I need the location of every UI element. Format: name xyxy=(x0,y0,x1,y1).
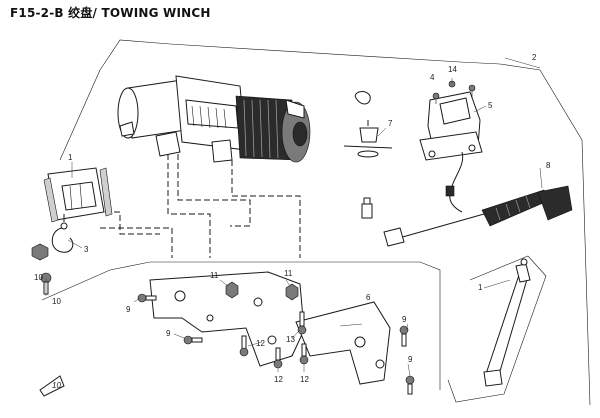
bolt-part-12a xyxy=(239,335,249,357)
callout-6: 6 xyxy=(366,293,371,302)
nut-part-10 xyxy=(31,243,49,261)
callout-5: 5 xyxy=(488,101,493,110)
mount-group-outline xyxy=(41,261,441,390)
handheld-remote xyxy=(383,185,573,247)
callout-9c: 9 xyxy=(402,315,407,324)
winch-group-outline xyxy=(99,39,591,406)
winch-group-outline-left xyxy=(59,69,101,161)
callout-8: 8 xyxy=(546,161,551,170)
callout-12c: 12 xyxy=(300,375,309,384)
bolt-part-1 xyxy=(297,311,307,335)
page-index-arrow xyxy=(39,375,65,397)
callout-4: 4 xyxy=(430,73,435,82)
callout-13: 13 xyxy=(286,335,295,344)
wiring-dash-3 xyxy=(231,160,301,258)
callout-9b: 9 xyxy=(166,329,171,338)
page-title: F15-2-B 绞盘/ TOWING WINCH xyxy=(10,6,211,20)
leader-lines xyxy=(45,57,543,377)
callout-9d: 9 xyxy=(408,355,413,364)
tow-hook xyxy=(51,214,74,253)
bolt-part-12b xyxy=(273,347,283,369)
fairlead-bracket xyxy=(43,167,113,223)
bolt-part-9a xyxy=(137,293,157,303)
page-index-label: 10 xyxy=(52,381,61,390)
callout-1b: 1 xyxy=(478,283,483,292)
callout-12a: 12 xyxy=(256,339,265,348)
callout-14: 14 xyxy=(448,65,457,74)
nut-part-11b xyxy=(285,283,299,301)
callout-11a: 11 xyxy=(210,271,219,280)
bolt-part-9b xyxy=(183,335,203,345)
bolt-part-9d xyxy=(405,375,415,395)
callout-9a: 9 xyxy=(126,305,131,314)
winch-cable-kit xyxy=(447,255,547,403)
winch-assembly xyxy=(117,75,311,163)
callout-2: 2 xyxy=(532,53,537,62)
callout-10a: 10 xyxy=(34,273,43,282)
cable-lug xyxy=(343,91,393,158)
callout-labels: 1 2 3 4 5 6 7 8 9 9 9 9 10 10 11 11 12 1… xyxy=(34,53,551,390)
callout-11b: 11 xyxy=(284,269,293,278)
relay-harness xyxy=(449,151,464,213)
relay-contactor xyxy=(419,80,483,161)
wiring-dash-2 xyxy=(177,154,251,227)
callout-1a: 1 xyxy=(68,153,73,162)
callout-7: 7 xyxy=(388,119,393,128)
bolt-part-9c xyxy=(399,325,409,347)
reinforcement-plate xyxy=(295,301,391,385)
wiring-dash-1 xyxy=(167,154,211,258)
callout-10b: 10 xyxy=(52,297,61,306)
terminal-connector xyxy=(361,197,373,219)
nut-part-11a xyxy=(225,281,239,299)
callout-3: 3 xyxy=(84,245,89,254)
relay-harness-plug xyxy=(445,185,455,197)
callout-12b: 12 xyxy=(274,375,283,384)
wiring-dash-5 xyxy=(100,227,173,258)
